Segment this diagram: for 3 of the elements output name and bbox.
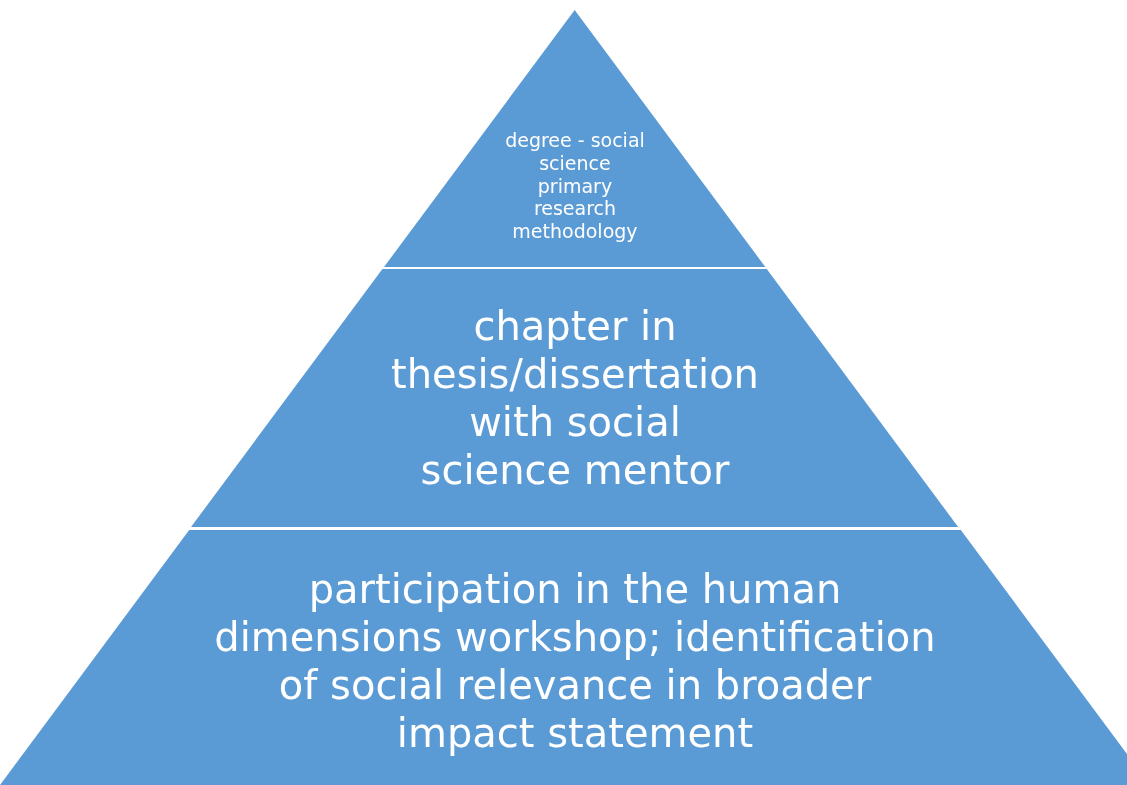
tier-text: degree - social science primary research methodology [504, 129, 646, 244]
tier-text: chapter in thesis/dissertation with social science mentor [390, 302, 760, 494]
tier-text: participation in the human dimensions workshop; identification of social relevance in broader impact statement [214, 565, 936, 758]
